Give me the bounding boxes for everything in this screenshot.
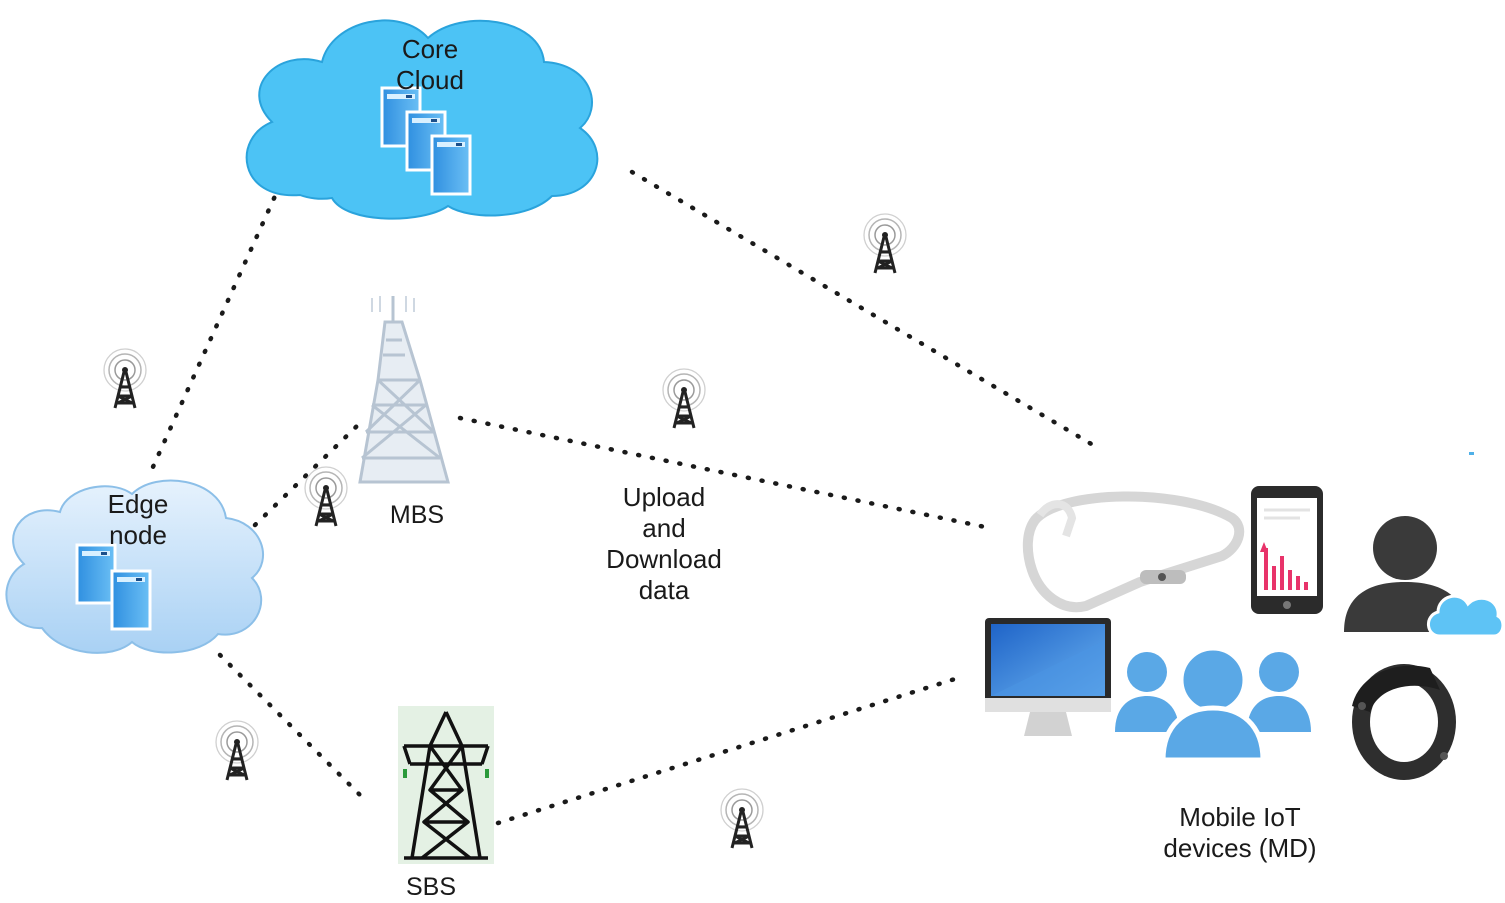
edge-cloud-icon <box>5 479 264 654</box>
core-cloud-label-line1: Core <box>401 34 459 64</box>
smart-band-icon <box>1352 664 1456 780</box>
user-group-icon <box>1115 645 1311 763</box>
decor-dash <box>1469 452 1474 455</box>
smart-glasses-icon <box>1022 491 1245 613</box>
user-avatar-icon <box>1344 516 1505 638</box>
antenna-icon <box>102 347 148 410</box>
link-core-edge <box>145 182 283 481</box>
devices-label: Mobile IoT devices (MD) <box>1140 802 1340 864</box>
link-core-devices <box>629 169 1101 451</box>
antenna-icon <box>303 465 349 528</box>
smartphone-icon <box>1251 486 1323 614</box>
link-edge-mbs <box>252 422 361 528</box>
devices-label-line2: devices (MD) <box>1163 833 1317 863</box>
core-cloud-label-line2: Cloud <box>396 65 464 95</box>
upload-download-label: Upload and Download data <box>588 482 740 606</box>
core-cloud-label: Core Cloud <box>370 34 490 96</box>
edge-node-label-line1: Edge <box>107 489 169 519</box>
sbs-label: SBS <box>405 873 457 901</box>
upload-label-line4: data <box>638 575 690 605</box>
link-edge-sbs <box>217 652 368 803</box>
edge-node-label: Edge node <box>88 489 188 551</box>
edge-node-label-line2: node <box>109 520 167 550</box>
upload-label-line3: Download <box>606 544 722 574</box>
connection-lines <box>145 169 1101 826</box>
antenna-icon <box>719 787 765 850</box>
mbs-tower-icon <box>358 296 450 484</box>
antenna-icon <box>661 367 707 430</box>
devices-label-line1: Mobile IoT <box>1179 802 1301 832</box>
antenna-icon <box>862 212 908 275</box>
desktop-monitor-icon <box>985 618 1111 736</box>
link-sbs-devices <box>495 675 961 826</box>
mbs-label: MBS <box>389 501 445 529</box>
upload-label-line2: and <box>642 513 686 543</box>
upload-label-line1: Upload <box>622 482 706 512</box>
link-mbs-devices <box>457 415 993 531</box>
sbs-pylon-icon <box>398 706 494 864</box>
antenna-icon <box>214 719 260 782</box>
